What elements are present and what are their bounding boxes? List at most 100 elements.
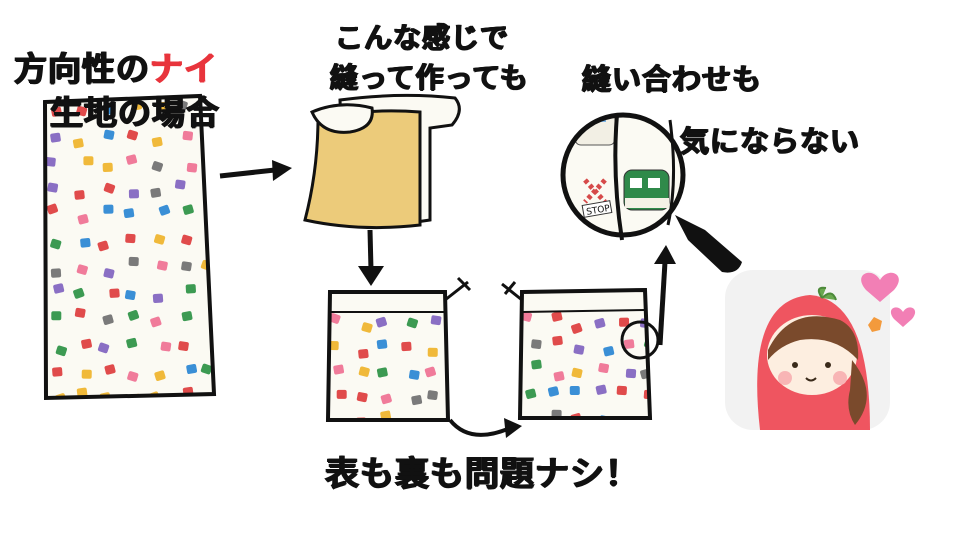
pattern-motif: [83, 156, 94, 166]
pattern-motif: [616, 385, 627, 396]
pattern-motif: [426, 421, 437, 431]
pattern-motif: [174, 179, 186, 190]
pattern-motif: [531, 359, 542, 370]
pattern-motif: [408, 369, 420, 380]
pattern-motif: [570, 413, 582, 418]
pattern-motif: [176, 99, 188, 111]
pattern-motif: [571, 323, 583, 334]
pattern-motif: [103, 129, 115, 140]
pattern-motif: [520, 311, 533, 322]
pattern-motif: [598, 363, 610, 374]
drawstring-bag-back: [501, 281, 660, 428]
pattern-motif: [453, 365, 463, 374]
pattern-motif: [181, 261, 192, 272]
pattern-motif: [181, 311, 193, 322]
pattern-motif: [157, 102, 168, 112]
pattern-motif: [376, 367, 388, 378]
rolled-fabric: [303, 93, 461, 230]
headline-line1: 方向性のナイ: [14, 42, 218, 90]
pattern-motif: [603, 346, 615, 357]
stop-sign: STOP: [586, 204, 612, 218]
pattern-motif: [361, 322, 373, 333]
pattern-motif: [530, 419, 540, 428]
pattern-motif: [127, 371, 139, 382]
pattern-motif: [182, 204, 194, 215]
pattern-motif: [185, 284, 196, 294]
pattern-motif: [160, 341, 172, 352]
zoom-caption-line1: 縫い合わせも: [582, 62, 763, 96]
pattern-motif: [427, 390, 438, 401]
pattern-motif: [525, 388, 537, 399]
pattern-motif: [45, 157, 56, 167]
pattern-motif: [128, 256, 139, 267]
pattern-motif: [358, 349, 369, 359]
pattern-motif: [186, 162, 198, 173]
pattern-motif: [424, 366, 436, 378]
pattern-motif: [376, 339, 388, 350]
pattern-motif: [125, 233, 136, 244]
pattern-motif: [154, 370, 166, 381]
pattern-motif: [73, 287, 85, 299]
pattern-motif: [74, 190, 85, 200]
pattern-motif: [209, 236, 214, 246]
pattern-motif: [72, 138, 84, 149]
pattern-motif: [213, 341, 214, 352]
pattern-motif: [46, 203, 59, 215]
pattern-motif: [151, 161, 163, 172]
pattern-motif: [399, 421, 410, 432]
pattern-motif: [186, 363, 198, 374]
pattern-motif: [458, 390, 470, 401]
pattern-motif: [206, 208, 214, 219]
pattern-motif: [208, 188, 214, 199]
pattern-motif: [356, 392, 368, 403]
pattern-motif: [181, 234, 193, 246]
pattern-motif: [104, 364, 116, 375]
pattern-motif: [123, 208, 135, 219]
pattern-motif: [126, 129, 139, 141]
pattern-motif: [131, 100, 143, 111]
pattern-motif: [623, 339, 635, 349]
pattern-motif: [102, 314, 114, 325]
pattern-motif: [50, 132, 61, 143]
pattern-motif: [380, 393, 392, 405]
step-caption-line2: 縫って作っても: [330, 61, 529, 94]
pattern-motif: [76, 105, 88, 117]
drawstring-bag-front: [325, 276, 472, 432]
pattern-motif: [97, 240, 109, 252]
pattern-motif: [212, 288, 214, 300]
pattern-motif: [51, 311, 62, 321]
zoom-caption-line2: 気にならない: [680, 124, 861, 158]
headline-line2: 生地の場合: [50, 93, 220, 132]
pattern-motif: [109, 288, 120, 298]
pattern-motif: [551, 311, 563, 322]
pattern-motif: [406, 317, 419, 329]
pattern-motif: [127, 310, 140, 321]
arrow-up-icon: [654, 245, 676, 346]
pattern-motif: [595, 384, 607, 395]
pattern-motif: [76, 387, 88, 398]
pattern-motif: [594, 318, 606, 329]
pattern-motif: [126, 154, 138, 165]
pattern-motif: [182, 130, 194, 141]
pattern-motif: [200, 363, 213, 375]
pattern-motif: [455, 414, 467, 425]
pattern-motif: [329, 313, 341, 324]
pattern-motif: [47, 182, 59, 193]
pattern-motif: [552, 335, 563, 346]
arrow-curved-icon: [448, 418, 522, 438]
pattern-motif: [411, 395, 423, 406]
pattern-motif: [401, 341, 412, 352]
pattern-motif: [447, 316, 448, 327]
pattern-motif: [151, 136, 163, 147]
pattern-motif: [81, 338, 92, 349]
pattern-motif: [126, 337, 138, 349]
pattern-motif: [81, 369, 92, 379]
pattern-motif: [619, 317, 630, 327]
pattern-motif: [152, 293, 164, 304]
pattern-motif: [80, 238, 91, 248]
arrow-down-icon: [358, 229, 384, 286]
pattern-motif: [103, 268, 115, 279]
pattern-motif: [178, 341, 189, 352]
pattern-motif: [52, 367, 63, 377]
